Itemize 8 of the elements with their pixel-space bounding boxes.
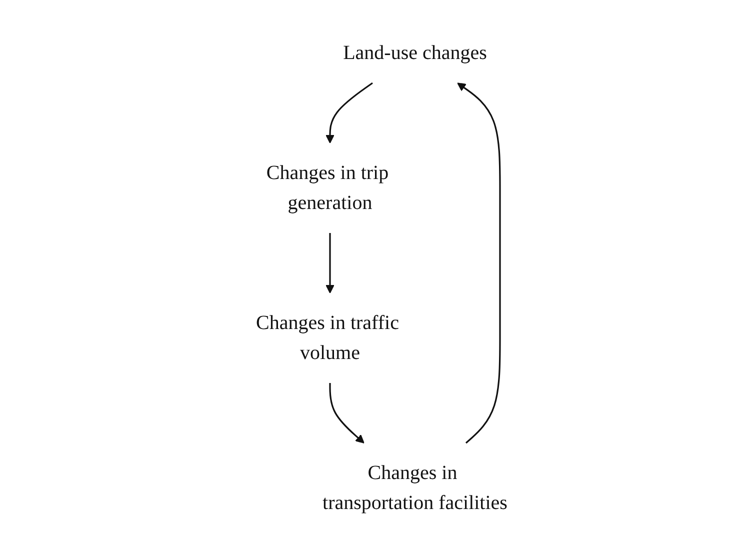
arrow — [325, 82, 372, 143]
node-text: Land-use changes — [342, 42, 486, 64]
arrow — [328, 382, 364, 443]
node-text: Changes in trip generation — [266, 162, 388, 214]
node-text: Changes in transportation facilities — [322, 462, 507, 514]
node-text: Changes in traffic volume — [256, 312, 398, 364]
arrow — [325, 232, 334, 293]
arrow — [456, 82, 500, 444]
